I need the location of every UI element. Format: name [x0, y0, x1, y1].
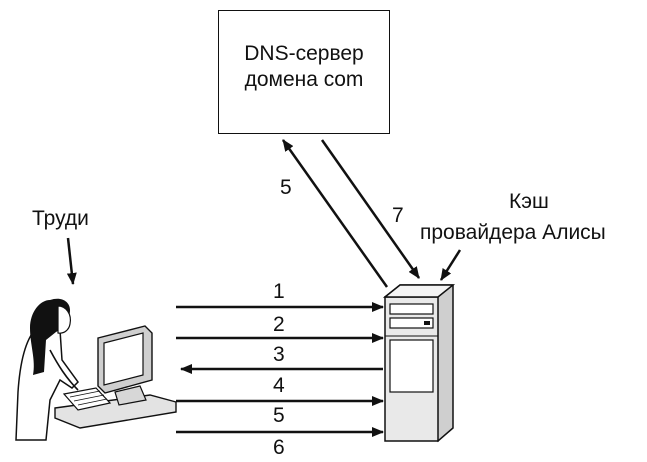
user-label: Труди [32, 207, 89, 230]
arrow-to-dns-server [281, 139, 389, 288]
cache-label-line1: Кэш [509, 190, 549, 213]
message-label-1: 1 [273, 280, 285, 303]
message-label-4: 4 [273, 374, 285, 397]
user-at-computer-illustration [15, 298, 177, 441]
upper-arrow-label-5: 5 [280, 176, 292, 199]
provider-server-icon [382, 284, 456, 443]
arrow-from-dns-server [320, 139, 421, 279]
cache-label-line2: провайдера Алисы [420, 221, 606, 244]
message-label-3: 3 [273, 343, 285, 366]
user-pointer-arrow [66, 237, 77, 285]
upper-arrow-label-7: 7 [392, 204, 404, 227]
message-label-5: 5 [273, 404, 285, 427]
dns-server-label-line2: домена com [244, 68, 364, 91]
dns-server-label-line1: DNS-сервер [244, 42, 364, 65]
cache-pointer-arrow [439, 249, 462, 281]
dns-server-label: DNS-сервер домена com [219, 41, 389, 93]
message-label-6: 6 [273, 436, 285, 459]
message-label-2: 2 [273, 313, 285, 336]
dns-server-box: DNS-сервер домена com [218, 10, 390, 134]
